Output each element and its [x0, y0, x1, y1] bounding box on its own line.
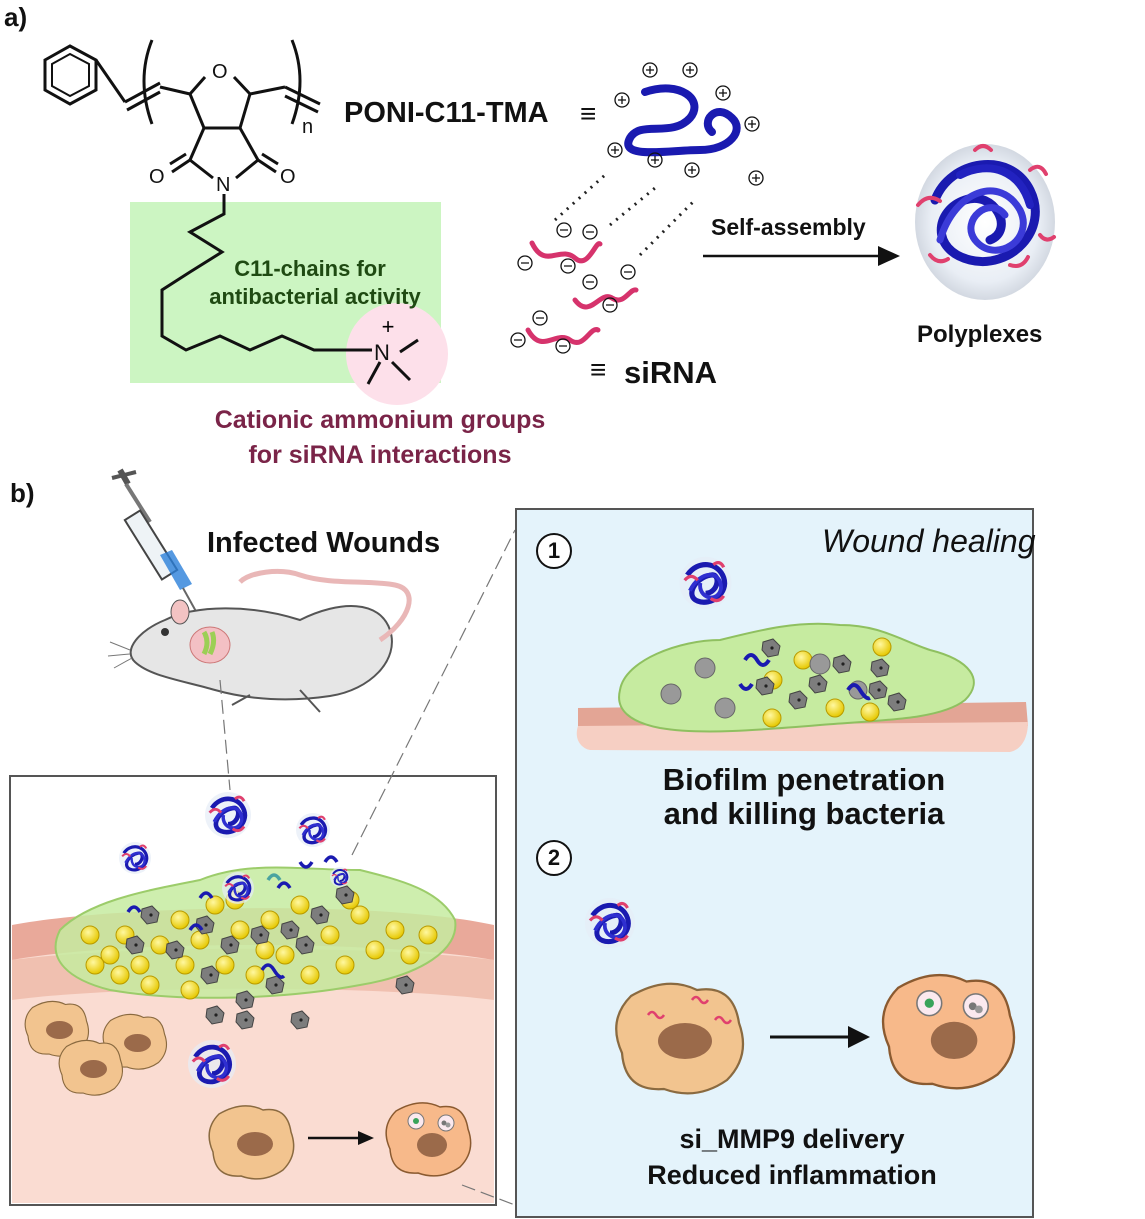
- atom-n: N: [216, 174, 231, 196]
- polymer-name: PONI-C11-TMA: [344, 97, 549, 129]
- c11-label-line2: antibacterial activity: [209, 284, 421, 309]
- sirna-strands: [525, 240, 639, 345]
- atom-o: O: [212, 61, 228, 83]
- polymer-equiv-sign: ≡: [580, 98, 597, 129]
- c11-label-line1: C11-chains for: [234, 256, 386, 281]
- ammonium-n: N: [374, 340, 390, 365]
- polyplex-cartoon: [915, 144, 1056, 300]
- carbonyl-o-left: O: [149, 166, 165, 188]
- step1-line1: Biofilm penetration: [662, 762, 946, 797]
- left-box-bacteria: [80, 792, 438, 1088]
- self-assembly-label: Self-assembly: [711, 214, 866, 240]
- wound-healing-box: [515, 508, 1034, 1218]
- sirna-equiv-sign: ≡: [590, 354, 607, 385]
- step1-number: 1: [547, 538, 561, 563]
- ammonium-charge: +: [382, 314, 395, 339]
- positive-charges: [607, 62, 764, 186]
- interaction-lines: [553, 173, 697, 257]
- step2-line2: Reduced inflammation: [647, 1160, 937, 1190]
- wound-healing-label: Wound healing: [822, 523, 1036, 559]
- polymer-cartoon: [624, 84, 741, 157]
- cationic-label-line1: Cationic ammonium groups: [214, 406, 546, 434]
- step1-badge: [536, 533, 572, 569]
- cationic-label-line2: for siRNA interactions: [248, 441, 512, 469]
- chemical-structure: [43, 39, 419, 385]
- panel-b-label: b): [10, 478, 35, 508]
- infected-wounds-label: Infected Wounds: [207, 527, 441, 559]
- sirna-label: siRNA: [624, 355, 718, 390]
- left-box-cells: [24, 1000, 472, 1180]
- polyplexes-label: Polyplexes: [917, 321, 1043, 348]
- syringe: [111, 468, 209, 634]
- step2-badge: [536, 840, 572, 876]
- step2-line1: si_MMP9 delivery: [679, 1124, 905, 1154]
- subscript-n: n: [302, 116, 314, 138]
- panel-a-label: a): [4, 2, 28, 32]
- ammonium-highlight-circle: [346, 303, 448, 405]
- zoom-lines: [219, 529, 516, 1206]
- step2-number: 2: [547, 845, 561, 870]
- self-assembly-arrow: [703, 246, 900, 266]
- step1-line2: and killing bacteria: [663, 796, 945, 831]
- macrophage-illustration: [585, 898, 1016, 1095]
- step1-bacteria: [660, 557, 907, 728]
- carbonyl-o-right: O: [280, 166, 296, 188]
- negative-charges: [510, 222, 636, 354]
- mouse-illustration: [107, 568, 412, 713]
